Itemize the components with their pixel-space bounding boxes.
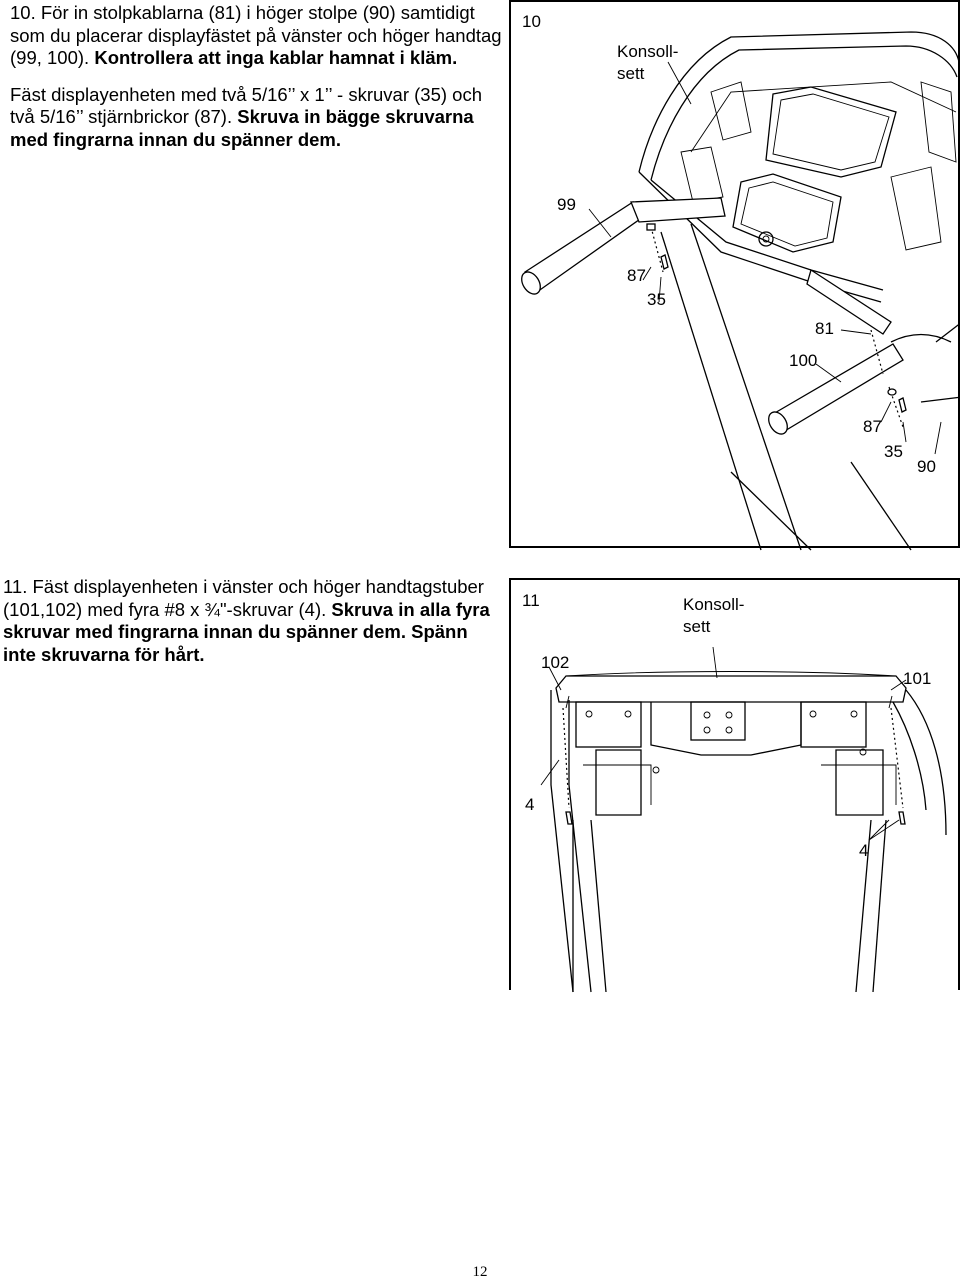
step11-text: 11. Fäst displayenheten i vänster och hö… (3, 576, 503, 666)
figure-11-label-102: 102 (541, 653, 569, 672)
step10-para2-text: Fäst displayenheten med två 5/16’’ x 1’’… (10, 83, 482, 128)
step11-para1-bold: Skruva in alla fyra skruvar med fingrarn… (3, 598, 490, 665)
step11-paragraph-1: 11. Fäst displayenheten i vänster och hö… (3, 576, 503, 666)
figure-11-label-4-right: 4 (859, 841, 868, 860)
figure-10-number: 10 (522, 12, 541, 31)
step10-para1-bold: Kontrollera att inga kablar hamnat i klä… (94, 47, 458, 68)
step10-text: 10. För in stolpkablarna (81) i höger st… (10, 2, 505, 151)
figure-10-label-35-a: 35 (647, 290, 666, 309)
figure-10-label-90: 90 (917, 457, 936, 476)
figure-10-label-35-b: 35 (884, 442, 903, 461)
figure-11-number: 11 (522, 591, 540, 610)
figure-10-label-100: 100 (789, 351, 817, 370)
figure-10-console-label-line1: Konsoll- (617, 42, 678, 61)
figure-11-drawing: 11 Konsoll- sett 102 101 4 4 (522, 591, 947, 993)
figure-10-label-87-b: 87 (863, 417, 882, 436)
figure-11-label-101: 101 (903, 669, 931, 688)
figure-10-label-87-a: 87 (627, 266, 646, 285)
page-number: 12 (472, 1264, 488, 1280)
figure-11-console-label-line2: sett (683, 617, 711, 636)
step10-para2-bold: Skruva in bägge skruvarna med fingrarna … (10, 106, 474, 150)
step10-paragraph-1: 10. För in stolpkablarna (81) i höger st… (10, 2, 505, 70)
step10-paragraph-2: Fäst displayenheten med två 5/16’’ x 1’’… (10, 84, 505, 152)
figure-10: 10 Konsoll- sett 99 87 35 81 100 87 35 9… (509, 0, 960, 551)
figure-11-label-4-left: 4 (525, 795, 534, 814)
figure-10-label-99: 99 (557, 195, 576, 214)
figure-10-drawing: 10 Konsoll- sett 99 87 35 81 100 87 35 9… (521, 12, 960, 551)
figure-10-console-label-line2: sett (617, 64, 645, 83)
figure-11: 11 Konsoll- sett 102 101 4 4 (509, 578, 960, 993)
figure-10-label-81: 81 (815, 319, 834, 338)
step10-para1-text: 10. För in stolpkablarna (81) i höger st… (10, 2, 502, 68)
figure-11-console-label-line1: Konsoll- (683, 595, 744, 614)
step11-para1-text: 11. Fäst displayenheten i vänster och hö… (3, 576, 484, 620)
